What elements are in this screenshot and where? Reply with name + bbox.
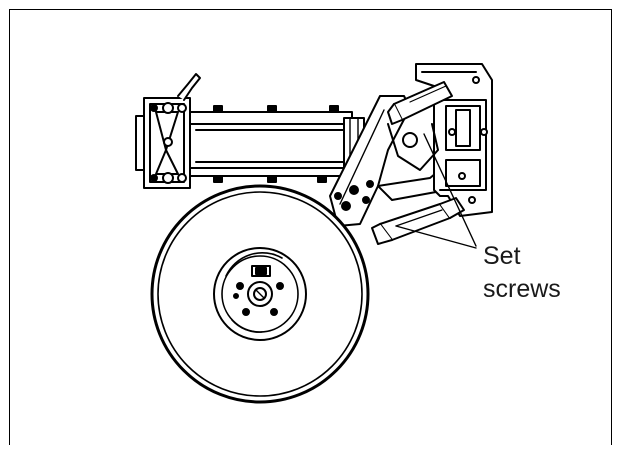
parallel-arm [187, 105, 365, 183]
leader-lower-set-screw [395, 225, 477, 249]
right-frame [371, 63, 493, 245]
gauge-wheel [150, 184, 370, 404]
callout-line-2: screws [483, 275, 561, 303]
leader-upper-set-screw [423, 133, 477, 247]
callout-leaders [395, 133, 477, 249]
figure-frame [9, 9, 612, 445]
callout-line-1: Set [483, 242, 521, 270]
set-screws-callout: Set screws [483, 240, 561, 306]
left-mount-bracket [135, 73, 201, 189]
